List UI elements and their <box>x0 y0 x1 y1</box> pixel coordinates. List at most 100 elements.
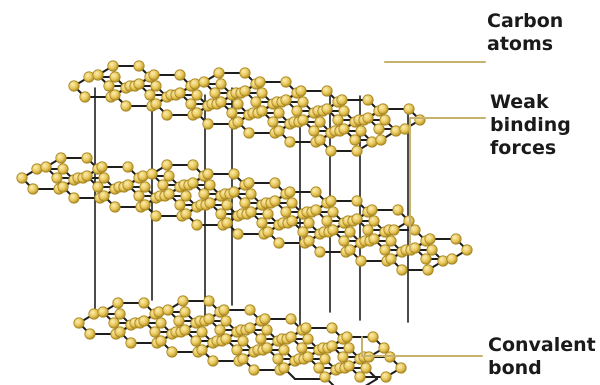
covalent-bond <box>365 378 378 385</box>
carbon-atom <box>244 322 256 334</box>
leader-lines <box>361 61 486 357</box>
carbon-atom <box>73 317 85 329</box>
carbon-atom <box>27 183 39 195</box>
carbon-atom <box>360 362 372 374</box>
carbon-atom <box>209 87 221 99</box>
carbon-atom <box>396 264 408 276</box>
carbon-atom <box>262 208 274 220</box>
carbon-atom <box>155 335 167 347</box>
carbon-atom <box>278 362 290 374</box>
carbon-atom <box>179 306 191 318</box>
carbon-atom <box>377 103 389 115</box>
carbon-atom <box>337 351 349 363</box>
carbon-atom <box>321 103 333 115</box>
carbon-atom <box>409 242 421 254</box>
carbon-atom <box>221 199 233 211</box>
carbon-atom <box>153 306 165 318</box>
carbon-atom <box>355 255 367 267</box>
carbon-atom <box>245 206 257 218</box>
carbon-atom <box>150 80 162 92</box>
carbon-atom <box>272 353 284 365</box>
carbon-atom <box>202 168 214 180</box>
carbon-atom <box>144 89 156 101</box>
carbon-atom <box>327 224 339 236</box>
carbon-atom <box>314 246 326 258</box>
carbon-atom <box>278 344 290 356</box>
carbon-atom <box>321 85 333 97</box>
carbon-atom <box>203 313 215 325</box>
carbon-atom <box>284 136 296 148</box>
carbon-atom <box>81 170 93 182</box>
carbon-atom <box>51 172 63 184</box>
carbon-atom <box>161 109 173 121</box>
carbon-atom <box>256 105 268 117</box>
carbon-atom <box>273 125 285 137</box>
carbon-atom <box>109 89 121 101</box>
carbon-atom <box>81 152 93 164</box>
carbon-atom <box>273 237 285 249</box>
carbon-atom <box>237 353 249 365</box>
carbon-atom <box>349 134 361 146</box>
carbon-atom <box>179 324 191 336</box>
carbon-atom <box>385 253 397 265</box>
carbon-atom <box>314 134 326 146</box>
carbon-atom <box>338 105 350 117</box>
carbon-atom <box>286 197 298 209</box>
carbon-atom <box>388 224 400 236</box>
carbon-atom <box>296 342 308 354</box>
carbon-atom <box>338 123 350 135</box>
carbon-atom <box>379 114 391 126</box>
carbon-atom <box>150 98 162 110</box>
carbon-atom <box>180 208 192 220</box>
carbon-atoms <box>16 60 473 383</box>
weak-binding-label-line-2: binding <box>490 114 571 136</box>
carbon-atom <box>243 177 255 189</box>
carbon-atom <box>207 355 219 367</box>
carbon-atom <box>112 297 124 309</box>
carbon-atom <box>248 364 260 376</box>
carbon-atom <box>202 118 214 130</box>
carbon-atom <box>310 204 322 216</box>
carbon-atom <box>214 324 226 336</box>
carbon-atom <box>375 134 387 146</box>
weak-binding-label-line-3: forces <box>490 137 557 159</box>
carbon-atom <box>137 170 149 182</box>
carbon-atom <box>190 335 202 347</box>
carbon-atom <box>321 215 333 227</box>
carbon-atom <box>228 186 240 198</box>
carbon-atom <box>327 206 339 218</box>
carbon-atom <box>139 199 151 211</box>
carbon-atom <box>177 295 189 307</box>
carbon-atom <box>122 161 134 173</box>
carbon-atom <box>92 181 104 193</box>
carbon-atom <box>354 371 366 383</box>
carbon-atom <box>285 331 297 343</box>
covalent-bond-label: Convalent bond <box>488 334 596 380</box>
weak-binding-forces-label: Weak binding forces <box>490 91 571 160</box>
carbon-atom <box>173 315 185 327</box>
carbon-atom <box>231 344 243 356</box>
carbon-atom <box>191 107 203 119</box>
carbon-atom <box>149 326 161 338</box>
weak-binding-label-line-1: Weak <box>490 91 549 113</box>
carbon-atom <box>191 89 203 101</box>
carbon-atom <box>256 87 268 99</box>
carbon-atom <box>250 96 262 108</box>
carbon-atom <box>245 188 257 200</box>
carbon-atom <box>280 94 292 106</box>
carbon-atom <box>302 333 314 345</box>
carbon-atom <box>239 85 251 97</box>
carbon-atom <box>68 192 80 204</box>
carbon-atom <box>79 91 91 103</box>
carbon-atom <box>163 170 175 182</box>
carbon-atom <box>303 217 315 229</box>
carbon-atom <box>109 201 121 213</box>
carbon-atom <box>150 210 162 222</box>
carbon-atom <box>243 127 255 139</box>
carbon-atom <box>220 315 232 327</box>
carbon-atom <box>108 317 120 329</box>
carbon-atom <box>185 98 197 110</box>
carbon-atom <box>341 331 353 343</box>
carbon-atom <box>221 217 233 229</box>
carbon-atom <box>68 80 80 92</box>
